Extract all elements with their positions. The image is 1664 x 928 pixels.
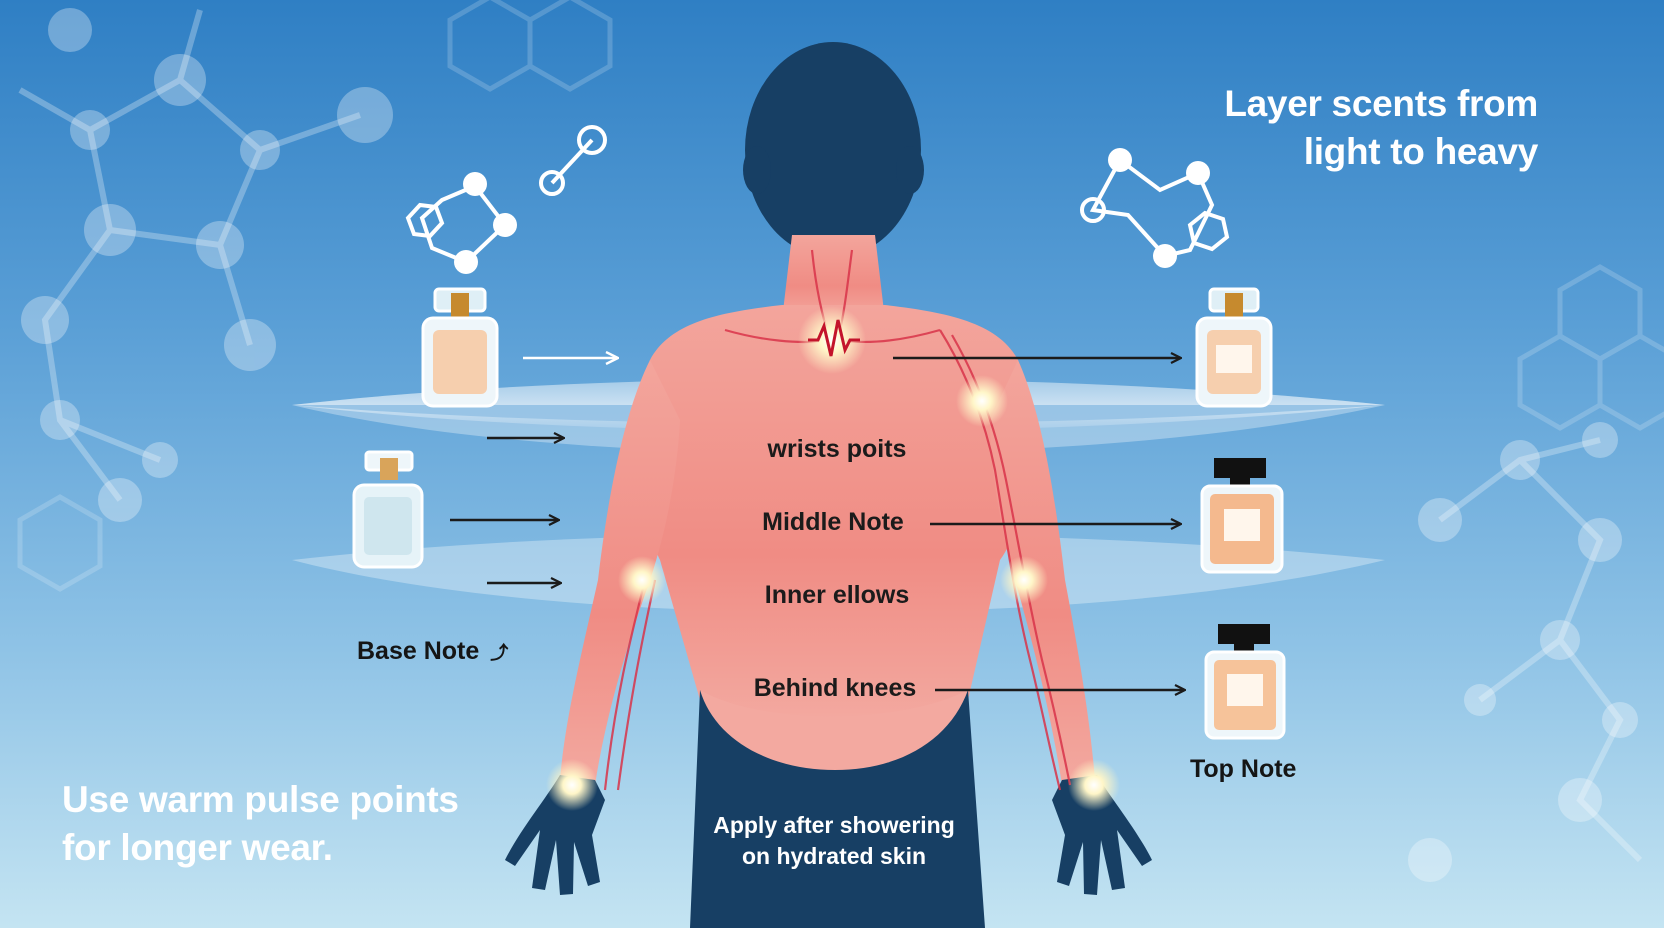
label-elbows: Inner ellows	[764, 581, 910, 609]
label-middle-note: Middle Note	[762, 508, 904, 536]
layering-tip: Layer scents from light to heavy	[1118, 80, 1538, 176]
pulse-glow-icon	[546, 759, 598, 811]
pulse-point-tip: Use warm pulse points for longer wear.	[62, 776, 522, 872]
pulse-glow-icon	[1000, 556, 1048, 604]
application-tip-line1: Apply after showering	[713, 812, 955, 838]
body-silhouette	[505, 42, 1152, 928]
layering-tip-line1: Layer scents from	[1224, 83, 1538, 124]
pulse-glow-icon	[956, 375, 1008, 427]
application-tip: Apply after showering on hydrated skin	[654, 810, 1014, 872]
pulse-glow-icon	[618, 556, 666, 604]
label-base-note: Base Note ⤴	[357, 637, 508, 666]
pulse-point-glows	[546, 375, 1120, 811]
perfume-bottle-icon	[1200, 458, 1284, 574]
pulse-point-tip-line2: for longer wear.	[62, 827, 333, 868]
perfume-bottle-icon	[352, 450, 424, 569]
background-molecule-nodes	[21, 8, 1638, 882]
background-molecule-network	[18, 9, 1643, 863]
layering-tip-line2: light to heavy	[1303, 131, 1539, 172]
base-note-text: Base Note	[357, 637, 480, 665]
spray-icon: ⤴	[490, 643, 509, 663]
label-top-note: Top Note	[1190, 755, 1297, 783]
molecule-icon	[419, 138, 594, 265]
background-hexagon-grid	[17, 0, 1664, 592]
molecule-icon	[1080, 148, 1230, 268]
perfume-bottle-icon	[421, 287, 499, 408]
molecule-icon-rings-left	[405, 125, 607, 239]
perfume-bottle-icon	[1195, 287, 1273, 408]
perfume-bottle-icon	[1204, 624, 1286, 740]
pulse-glow-icon	[1068, 759, 1120, 811]
label-wrists: wrists poits	[767, 435, 907, 463]
application-tip-line2: on hydrated skin	[741, 843, 927, 869]
heartbeat-icon	[798, 306, 866, 374]
molecule-icon-nodes-left	[454, 172, 517, 274]
label-knees: Behind knees	[753, 674, 917, 702]
arrow-right-icon-group	[450, 358, 1184, 690]
pulse-point-tip-line1: Use warm pulse points	[62, 779, 459, 820]
